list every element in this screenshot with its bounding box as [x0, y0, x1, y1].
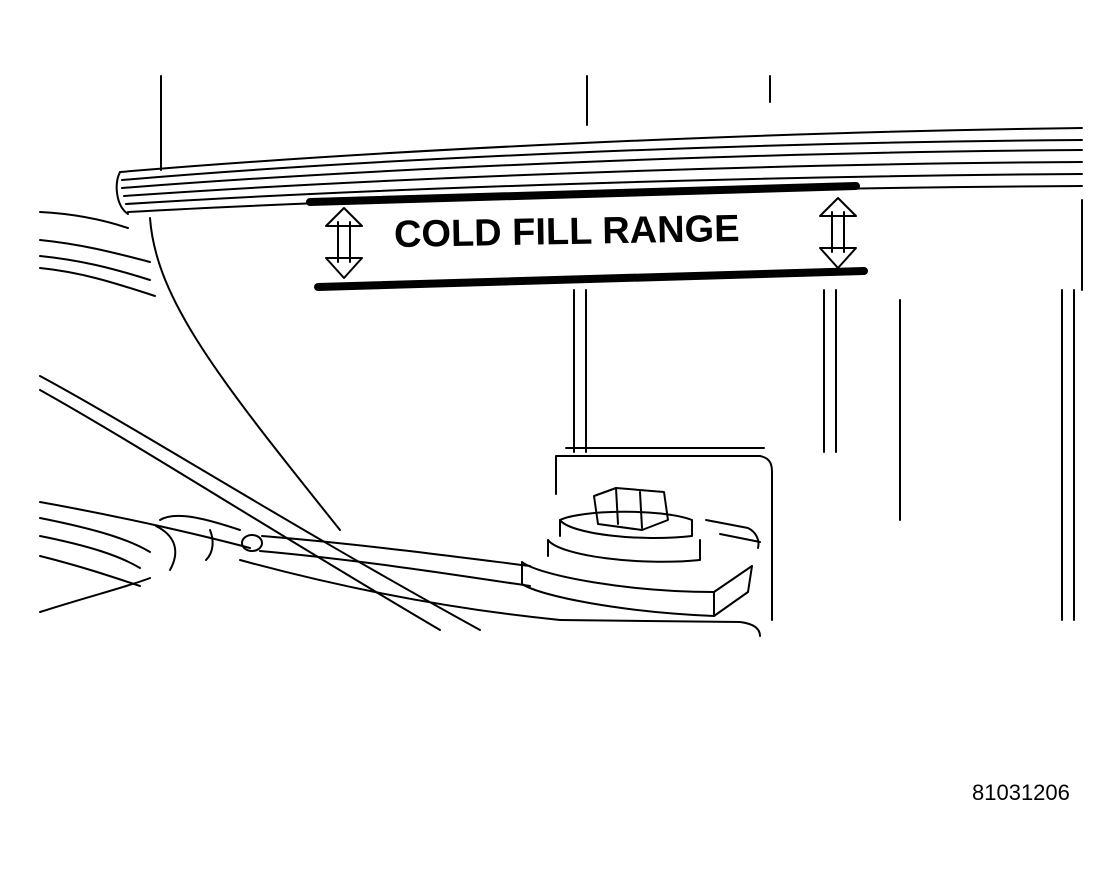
right-double-arrow-icon: [819, 197, 857, 269]
background-frame-lines: [160, 75, 1083, 621]
min-fill-line: [314, 267, 868, 291]
max-fill-line: [306, 182, 860, 206]
cold-fill-range-label: COLD FILL RANGE: [393, 207, 740, 256]
fill-range-indicator: [306, 182, 868, 291]
hose-bracket: [39, 501, 761, 637]
reservoir-rim: [115, 127, 1083, 215]
mounting-bolt: [521, 447, 773, 621]
left-double-arrow-icon: [325, 207, 363, 279]
figure-number: 81031206: [972, 780, 1070, 805]
reservoir-body: [39, 211, 481, 631]
